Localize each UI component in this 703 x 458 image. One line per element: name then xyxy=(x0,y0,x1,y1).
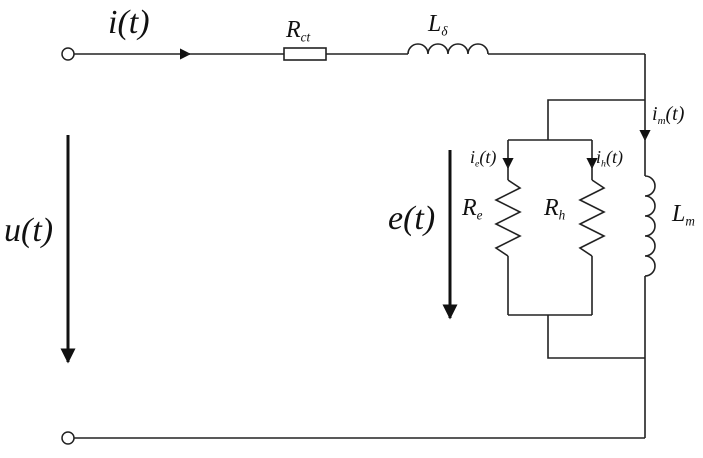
terminal-top xyxy=(61,47,75,61)
wire-branch-bottom xyxy=(547,315,645,359)
label-rh: Rh xyxy=(544,195,566,223)
label-current-i: i(t) xyxy=(108,4,150,41)
label-ie: ie(t) xyxy=(470,147,497,170)
resistor-re xyxy=(494,179,522,257)
terminal-bottom xyxy=(61,431,75,445)
wire-branch-top xyxy=(547,99,645,140)
label-im: im(t) xyxy=(652,103,685,127)
inductor-lm xyxy=(644,175,656,277)
label-ldelta: Lδ xyxy=(428,11,448,39)
label-voltage-e: e(t) xyxy=(388,200,436,237)
label-voltage-u: u(t) xyxy=(4,212,54,249)
label-ih: ih(t) xyxy=(596,147,623,170)
label-re: Re xyxy=(462,195,483,223)
label-lm: Lm xyxy=(672,201,695,229)
resistor-rct xyxy=(283,47,327,61)
inductor-ldelta xyxy=(407,43,489,55)
label-rct: Rct xyxy=(286,17,311,45)
resistor-rh xyxy=(578,179,606,257)
